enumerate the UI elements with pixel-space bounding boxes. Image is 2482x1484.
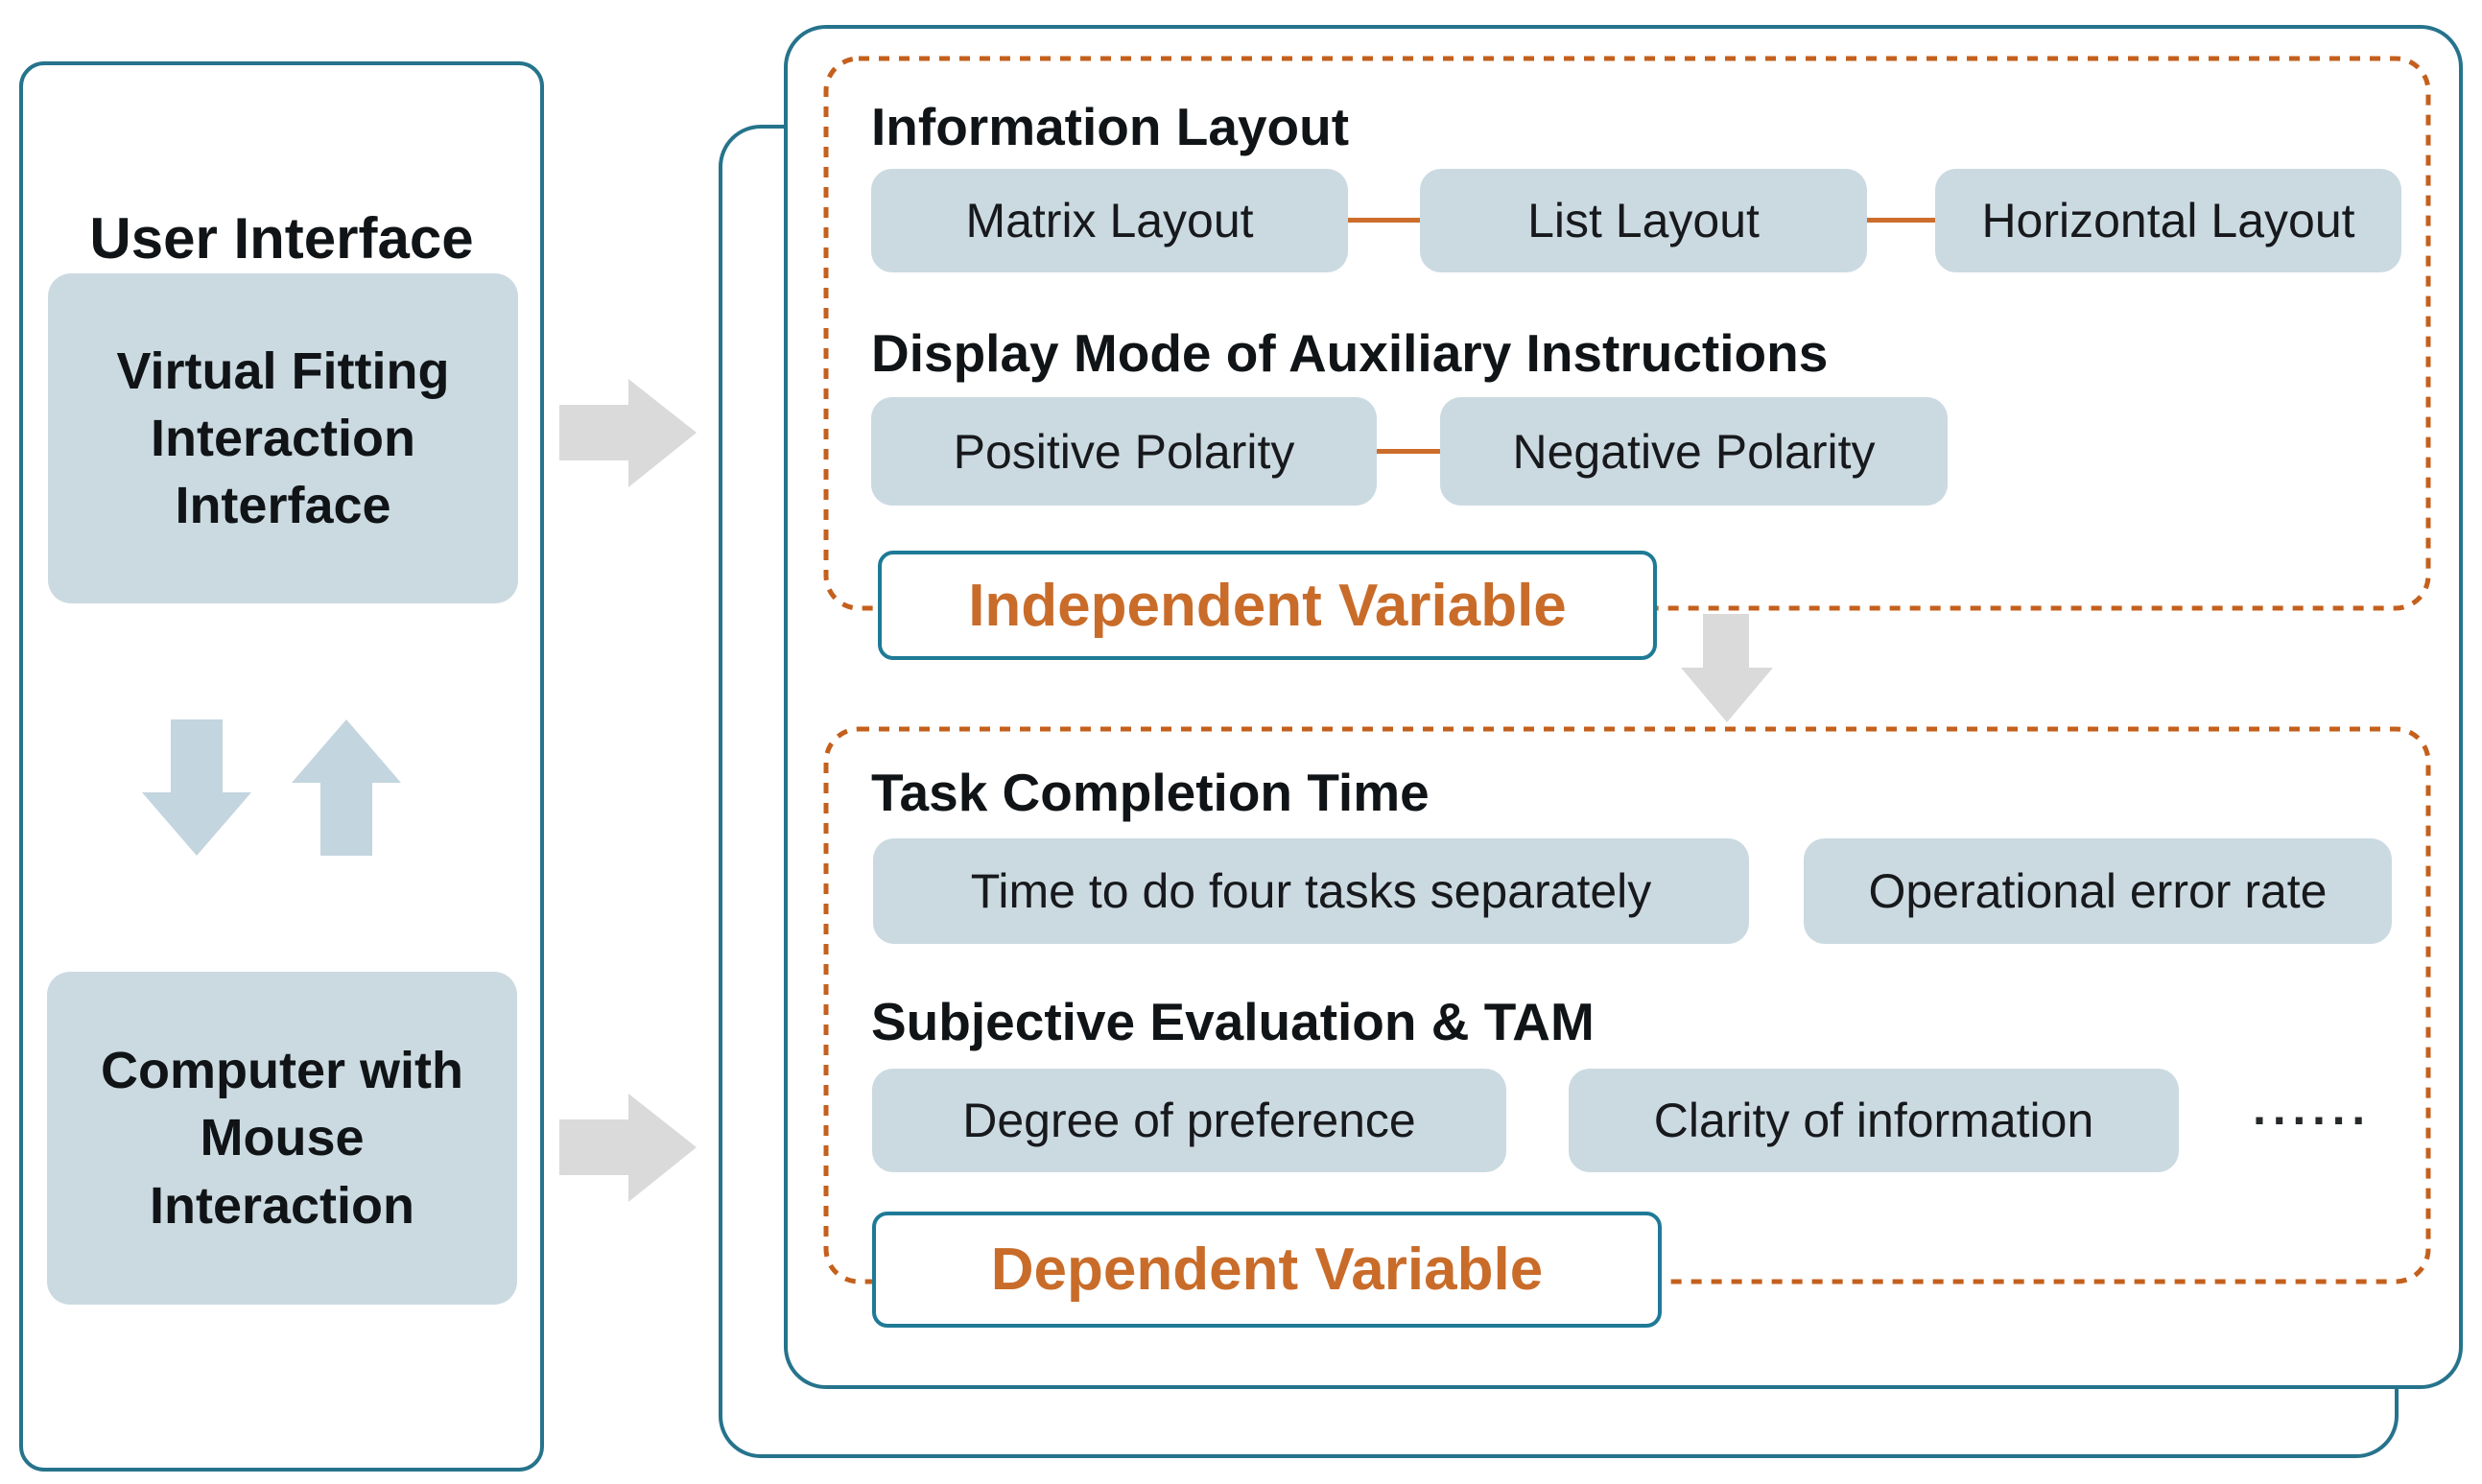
matrix-layout-box: Matrix Layout (871, 169, 1348, 272)
arrow-right-bottom-icon (559, 1094, 697, 1202)
display-mode-heading: Display Mode of Auxiliary Instructions (871, 323, 1829, 383)
time-tasks-box: Time to do four tasks separately (873, 838, 1749, 944)
information-layout-heading: Information Layout (871, 97, 1350, 156)
virtual-fitting-box: Virtual Fitting Interaction Interface (48, 273, 518, 603)
panel-title: User Interface (89, 206, 474, 271)
operational-error-box: Operational error rate (1804, 838, 2392, 944)
ellipsis-dots: ······ (2253, 1094, 2372, 1147)
positive-polarity-box: Positive Polarity (871, 397, 1377, 506)
task-completion-heading: Task Completion Time (871, 763, 1430, 822)
clarity-information-box: Clarity of information (1569, 1069, 2179, 1172)
connector-line (1867, 218, 1935, 223)
subjective-evaluation-heading: Subjective Evaluation & TAM (871, 992, 1595, 1051)
independent-variable-section (823, 56, 2431, 611)
dashed-border (823, 56, 2431, 611)
horizontal-layout-box: Horizontal Layout (1935, 169, 2401, 272)
list-layout-box: List Layout (1420, 169, 1867, 272)
independent-variable-label: Independent Variable (878, 551, 1657, 660)
computer-mouse-box: Computer with Mouse Interaction (47, 972, 517, 1305)
arrow-right-top-icon (559, 379, 697, 487)
arrow-down-icon (142, 719, 251, 856)
arrow-up-icon (292, 719, 401, 856)
connector-line (1348, 218, 1420, 223)
degree-preference-box: Degree of preference (872, 1069, 1506, 1172)
connector-line (1377, 449, 1440, 454)
dependent-variable-section (823, 726, 2431, 1284)
dashed-border (823, 726, 2431, 1284)
flow-arrow-down-icon (1681, 614, 1773, 722)
dependent-variable-label: Dependent Variable (872, 1212, 1662, 1328)
negative-polarity-box: Negative Polarity (1440, 397, 1948, 506)
